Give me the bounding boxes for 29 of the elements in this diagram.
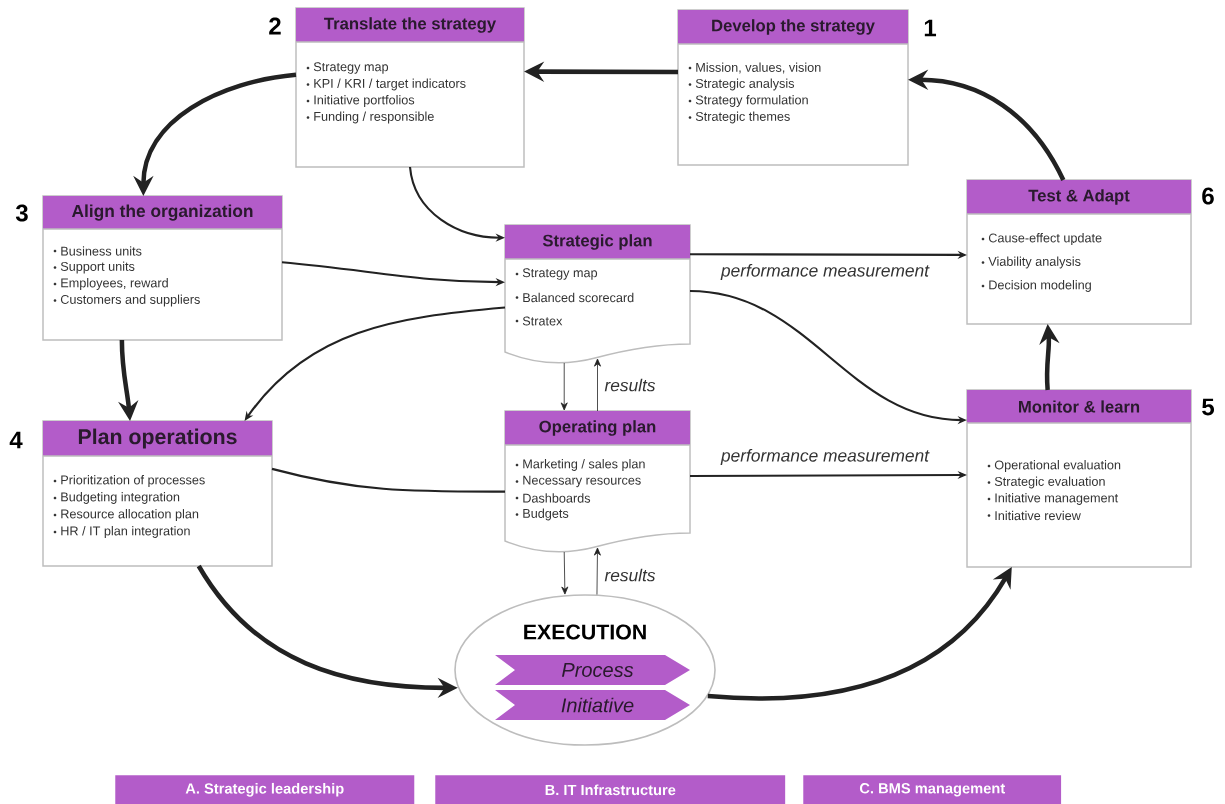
chevron-tag: Process bbox=[495, 655, 690, 685]
plan-document: Strategic plan Strategy map Balanced scorecard Stratex bbox=[504, 224, 691, 364]
category-band: A. Strategic leadership bbox=[115, 775, 415, 804]
step-number: 3 bbox=[15, 204, 28, 222]
arrow bbox=[593, 547, 601, 595]
step-box: Monitor & learn Operational evaluation Strategic evaluation Initiative management Initiative review bbox=[966, 389, 1192, 568]
edge-label: results bbox=[603, 377, 657, 393]
arrow bbox=[560, 362, 568, 411]
step-box: Test & Adapt Cause-effect update Viability analysis Decision modeling bbox=[966, 179, 1192, 325]
step-number: 5 bbox=[1202, 398, 1215, 416]
step-number: 6 bbox=[1202, 187, 1214, 205]
edge-label: results bbox=[603, 567, 657, 583]
edge-label: performance measurement bbox=[719, 262, 931, 282]
plan-document: Operating plan Marketing / sales plan Necessary resources Dashboards Budgets bbox=[504, 410, 691, 553]
step-box: Plan operations Prioritization of processes Budgeting integration Resource allocation plan HR / IT plan integration bbox=[42, 420, 273, 567]
arrow bbox=[594, 358, 601, 412]
step-box: Develop the strategy Mission, values, vision Strategic analysis Strategy formulation Strategic themes bbox=[677, 9, 909, 166]
edge-label: performance measurement bbox=[719, 447, 931, 467]
step-number: 2 bbox=[269, 17, 281, 35]
category-band: B. IT Infrastructure bbox=[435, 775, 786, 804]
connector-line bbox=[271, 467, 505, 493]
chevron-tag: Initiative bbox=[495, 690, 690, 720]
step-number: 4 bbox=[9, 431, 23, 449]
step-box: Translate the strategy Strategy map KPI / KRI / target indicators Initiative portfolios Funding / responsible bbox=[295, 7, 525, 168]
step-box: Align the organization Business units Support units Employees, reward Customers and suppliers bbox=[42, 195, 283, 341]
arrow bbox=[244, 306, 506, 421]
category-band: C. BMS management bbox=[803, 775, 1062, 804]
arrow bbox=[561, 551, 569, 595]
step-number: 1 bbox=[924, 19, 937, 37]
